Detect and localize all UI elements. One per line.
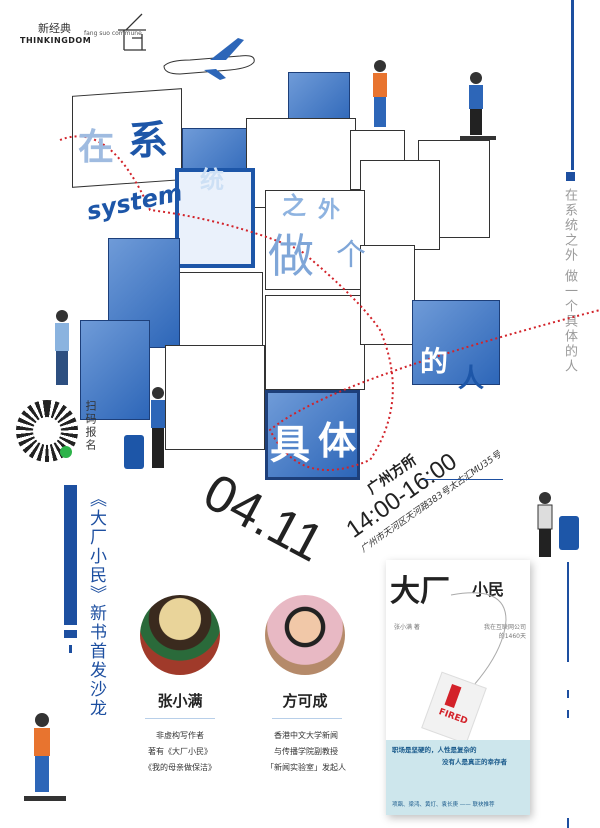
speaker-divider bbox=[145, 718, 215, 719]
book-cover: 大厂 小民 张小满 著 我在互联网公司的1460天 FIRED 职场是坚硬的，人… bbox=[386, 560, 530, 815]
walker-figure-icon bbox=[55, 310, 69, 385]
dotted-path bbox=[59, 135, 600, 471]
lanyard-icon bbox=[450, 592, 507, 686]
cube-char: 做 bbox=[268, 229, 314, 283]
publisher-logo-en: THINKINGDOM bbox=[20, 36, 92, 45]
speaker-desc: 非虚构写作者 著有《大厂小民》 《我的母亲做保洁》 bbox=[120, 728, 240, 776]
right-divider-line bbox=[571, 0, 574, 170]
desc-line: 与传播学院副教授 bbox=[274, 747, 338, 756]
cube-char: 之 bbox=[282, 192, 306, 220]
skateboarder-left-figure-icon bbox=[24, 713, 66, 801]
right-dash bbox=[567, 818, 569, 828]
cube-char: 系 bbox=[128, 118, 168, 164]
cube-char: 统 bbox=[200, 166, 224, 194]
speaker-name: 张小满 bbox=[157, 692, 203, 710]
desc-line: 著有《大厂小民》 bbox=[148, 747, 212, 756]
book-title-small: 小民 bbox=[472, 580, 505, 599]
title-bar-block bbox=[64, 630, 77, 638]
cube-char: 体 bbox=[318, 419, 357, 463]
book-author: 张小满 著 bbox=[394, 624, 420, 631]
desc-line: 香港中文大学新闻 bbox=[274, 731, 338, 740]
traveler-right-figure-icon bbox=[537, 492, 579, 557]
info-rule bbox=[423, 479, 503, 480]
cube-char: 人 bbox=[458, 364, 485, 394]
speaker-name: 方可成 bbox=[282, 692, 328, 710]
right-dashed-line bbox=[567, 562, 569, 662]
book-quote: 职场是坚硬的，人性是复杂的 bbox=[392, 746, 477, 754]
airplane-icon bbox=[163, 38, 255, 80]
cube-char: 具 bbox=[270, 422, 310, 468]
speaker-desc: 香港中文大学新闻 与传播学院副教授 「新闻实验室」发起人 bbox=[246, 728, 366, 776]
title-bar-tick bbox=[69, 645, 72, 653]
cube-char: 的 bbox=[420, 345, 449, 378]
wechat-miniprogram-icon bbox=[60, 446, 72, 458]
book-title-big: 大厂 bbox=[390, 574, 450, 609]
slogan: 在系统之外 做一个具体的人 bbox=[562, 188, 577, 375]
cube-char: 外 bbox=[318, 198, 341, 223]
desc-line: 《我的母亲做保洁》 bbox=[144, 763, 216, 772]
speaker-divider bbox=[272, 718, 342, 719]
speaker-avatar bbox=[265, 595, 345, 675]
right-dash bbox=[567, 690, 569, 698]
book-recommenders: 项飙、梁鸿、黄灯、袁长庚 —— 联袂推荐 bbox=[392, 802, 495, 808]
traveler-figure-icon bbox=[124, 387, 165, 469]
speaker-avatar bbox=[140, 595, 220, 675]
desc-line: 非虚构写作者 bbox=[156, 731, 204, 740]
qr-label: 扫码报名 bbox=[84, 400, 97, 452]
right-dash bbox=[567, 710, 569, 718]
fangsuo-logo-text: fang suo commune bbox=[84, 30, 142, 37]
desc-line: 「新闻实验室」发起人 bbox=[266, 763, 346, 772]
book-band bbox=[386, 740, 530, 815]
qr-center bbox=[33, 417, 61, 445]
publisher-logo-cn: 新经典 bbox=[38, 22, 71, 35]
right-divider-block bbox=[566, 172, 575, 181]
skateboarder-figure-icon bbox=[460, 72, 496, 140]
fangsuo-logo-icon bbox=[118, 13, 146, 51]
title-bar bbox=[64, 485, 77, 625]
cube-char: 在 bbox=[78, 127, 115, 168]
cube-char: 个 bbox=[336, 238, 366, 273]
event-title: 《大厂小民》新书首发沙龙 bbox=[86, 490, 106, 718]
singer-figure-icon bbox=[373, 60, 387, 127]
book-quote: 没有人是真正的幸存者 bbox=[442, 758, 507, 766]
